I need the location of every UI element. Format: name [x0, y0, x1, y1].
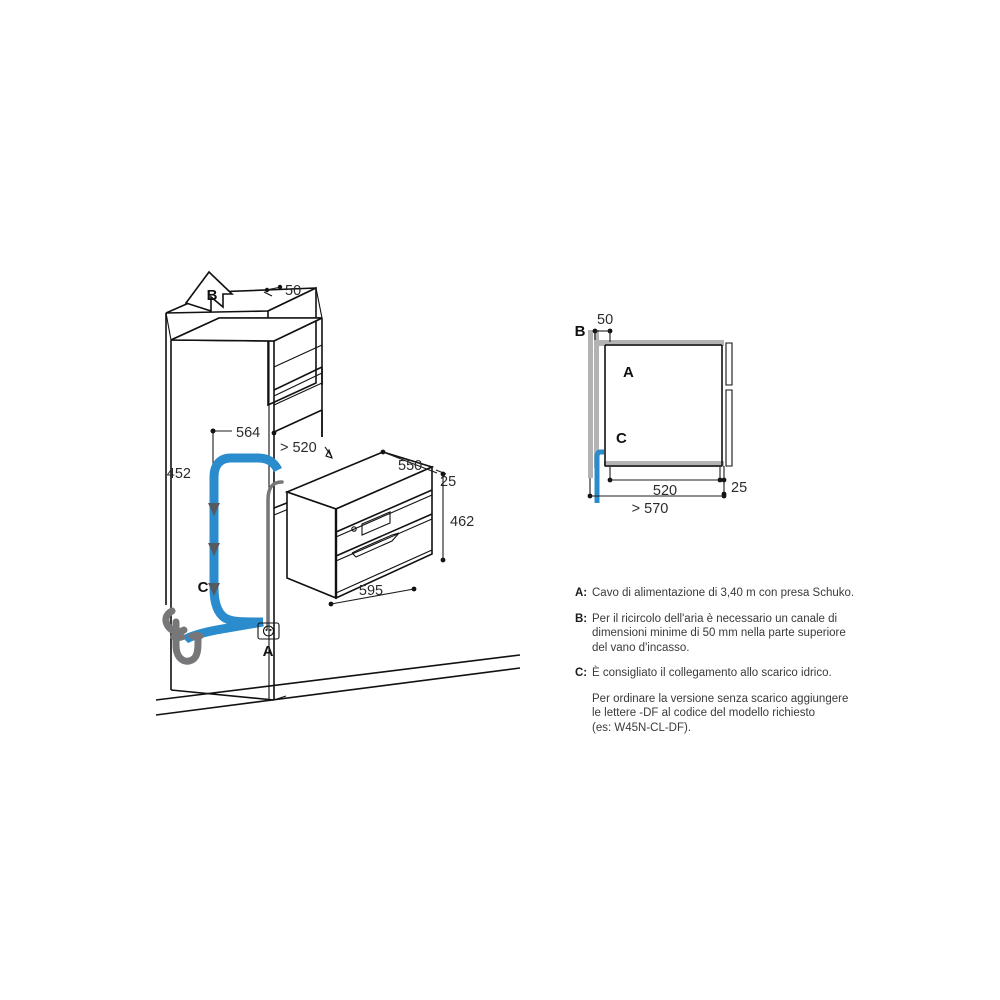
arrow-b-shape — [184, 270, 234, 313]
plan-door-upper — [725, 342, 733, 386]
appliance-bottom-edge2 — [335, 549, 433, 594]
dim-462-text: 462 — [450, 514, 474, 530]
dim-564-text: 564 — [236, 425, 260, 441]
cable-path — [266, 480, 284, 630]
plan-dim-50: 50 — [592, 312, 613, 342]
appliance-display — [361, 511, 391, 536]
legend-text-b: Per il ricircolo dell'aria è necessario … — [592, 612, 846, 654]
cabinet-shelf-top-line — [273, 344, 323, 368]
cabinet-corner-notch — [165, 312, 172, 341]
dim-595-text: 595 — [359, 583, 383, 599]
socket-circle-icon — [262, 625, 275, 637]
legend-item-c: C: È consigliato il collegamento allo sc… — [575, 666, 955, 681]
legend-item-b: B: Per il ricircolo dell'aria è necessar… — [575, 612, 955, 656]
legend-item-a: A: Cavo di alimentazione di 3,40 m con p… — [575, 586, 955, 601]
appliance-knob-icon — [351, 526, 357, 532]
legend-note: Per ordinare la versione senza scarico a… — [592, 692, 849, 734]
appliance-panel-split-1 — [335, 489, 433, 533]
dim-564: 564 — [210, 425, 260, 441]
legend-text-a: Cavo di alimentazione di 3,40 m con pres… — [592, 587, 855, 599]
schuko-socket-icon — [257, 622, 280, 640]
dim-520-main: > 520 — [271, 430, 333, 459]
power-cable-a: A — [257, 480, 284, 660]
side-plan-group: 50 B A C 520 — [575, 312, 748, 517]
niche-top-edge — [273, 409, 323, 433]
legend-key-b: B: — [575, 612, 588, 625]
hose-arrow-2 — [208, 543, 220, 556]
hose-arrow-1 — [208, 503, 220, 516]
appliance-panel-split-2b — [335, 518, 433, 562]
plan-bottom-band — [604, 461, 724, 467]
label-c-main: C — [198, 579, 209, 596]
plan-dim-25-text: 25 — [731, 480, 747, 496]
appliance-handle-2 — [351, 532, 400, 558]
upper-shelf-edge — [273, 366, 323, 391]
floor-line-2 — [155, 667, 521, 716]
siphon-collar-2 — [188, 632, 204, 640]
dim-595: 595 — [328, 583, 417, 607]
dim-550: 550 — [380, 449, 438, 474]
dim-550-text: 550 — [398, 458, 422, 474]
dim-520-main-text: > 520 — [280, 440, 317, 456]
appliance-handle — [351, 532, 400, 554]
label-b-main: B — [207, 287, 218, 304]
plan-label-c: C — [616, 430, 627, 447]
plan-dim-25: 25 — [721, 466, 747, 497]
label-a-main: A — [263, 643, 274, 660]
upper-shelf-edge2 — [273, 372, 323, 397]
dim-452-text: 452 — [167, 466, 191, 482]
cabinet-corner-notch-2 — [315, 287, 323, 319]
hose-path-main — [209, 453, 283, 627]
airflow-arrow-b: B — [184, 270, 234, 313]
hose-arrow-3 — [208, 583, 220, 596]
plan-wall-strip — [594, 330, 599, 468]
dim-25-main: 25 — [435, 469, 456, 490]
plan-label-a: A — [623, 364, 634, 381]
plan-label-b: B — [575, 323, 586, 340]
socket-pin-2 — [269, 628, 272, 632]
drain-hose-c — [181, 453, 283, 644]
legend-key-c: C: — [575, 667, 588, 679]
plan-dim-520-text: 520 — [653, 483, 677, 499]
appliance-left-face — [286, 490, 337, 600]
appliance-group — [284, 451, 435, 600]
plan-dim-50-text: 50 — [597, 312, 613, 328]
appliance-panel-split-2 — [335, 513, 433, 557]
niche-top-back — [273, 382, 323, 406]
cabinet-bottom-front — [170, 689, 275, 701]
dim-25-main-text: 25 — [440, 474, 456, 490]
dim-50-main-text: 50 — [285, 283, 301, 299]
dim-452: 452 — [167, 428, 216, 519]
siphon-u-bend — [172, 618, 202, 665]
floor-line-1 — [155, 654, 521, 701]
plan-b-wall — [588, 330, 593, 478]
dim-462: 462 — [440, 471, 474, 563]
plan-hose-c — [594, 449, 604, 503]
legend-key-a: A: — [575, 587, 588, 599]
legend-block: A: Cavo di alimentazione di 3,40 m con p… — [575, 586, 955, 735]
socket-pin-1 — [265, 628, 268, 632]
plan-dim-570-text: > 570 — [632, 501, 669, 517]
appliance-bottom-edge — [286, 577, 337, 599]
plan-dim-570: > 570 — [587, 478, 727, 517]
plinth-edge — [273, 695, 287, 701]
plan-door-lower — [725, 389, 733, 467]
plan-dim-520: 520 — [607, 467, 723, 499]
hose-path-to-siphon — [194, 617, 264, 640]
legend-text-c: È consigliato il collegamento allo scari… — [592, 667, 832, 679]
siphon-collar-1 — [170, 633, 186, 641]
siphon-trap — [162, 607, 204, 665]
plan-air-channel-top — [599, 340, 724, 346]
dim-50-main: 50 — [263, 283, 301, 299]
